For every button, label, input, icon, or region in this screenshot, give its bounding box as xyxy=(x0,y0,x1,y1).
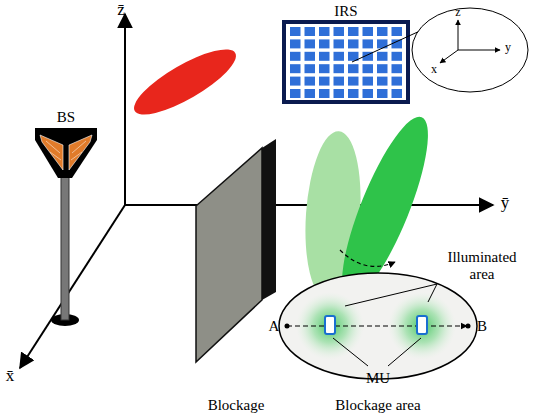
irs-element xyxy=(377,89,388,98)
irs-element xyxy=(392,39,403,48)
irs-element xyxy=(305,39,316,48)
irs-element xyxy=(305,64,316,73)
irs-element xyxy=(290,89,301,98)
axis-label: z̄ xyxy=(117,1,125,20)
device-label: BS xyxy=(57,109,75,126)
irs-element xyxy=(290,52,301,61)
irs-element xyxy=(305,77,316,86)
irs-element xyxy=(363,64,374,73)
irs-element xyxy=(363,89,374,98)
irs-element xyxy=(290,39,301,48)
irs-element xyxy=(392,77,403,86)
area-label: Illuminated area xyxy=(442,249,522,282)
axis-label: ȳ xyxy=(501,194,510,213)
axis-label: x̄ xyxy=(6,367,15,386)
irs-element xyxy=(319,27,330,36)
irs-element xyxy=(377,64,388,73)
device-label: IRS xyxy=(334,3,357,20)
irs-element xyxy=(348,27,359,36)
irs-element xyxy=(319,39,330,48)
base-station xyxy=(35,128,97,326)
irs-element xyxy=(377,39,388,48)
inset-axes xyxy=(412,8,528,92)
bs-beam xyxy=(126,38,243,125)
point-label: A xyxy=(269,318,280,335)
irs-element xyxy=(377,27,388,36)
irs-element xyxy=(348,89,359,98)
irs-element xyxy=(290,27,301,36)
irs-element xyxy=(392,89,403,98)
irs-panel xyxy=(284,22,408,102)
irs-element xyxy=(363,27,374,36)
irs-element xyxy=(305,89,316,98)
part-label: Blockage xyxy=(208,397,265,414)
leader-line xyxy=(352,30,422,62)
irs-element xyxy=(334,39,345,48)
irs-element xyxy=(290,64,301,73)
irs-element xyxy=(334,27,345,36)
irs-element xyxy=(305,27,316,36)
axis-label: z xyxy=(455,6,460,19)
irs-element xyxy=(363,77,374,86)
axis-label: x xyxy=(431,63,437,76)
irs-element xyxy=(334,77,345,86)
irs-element xyxy=(348,77,359,86)
irs-element xyxy=(348,39,359,48)
irs-element xyxy=(348,64,359,73)
axis-label: y xyxy=(505,41,511,54)
irs-element xyxy=(319,52,330,61)
point-label: B xyxy=(477,318,487,335)
irs-element xyxy=(290,77,301,86)
irs-element xyxy=(392,27,403,36)
blockage-area xyxy=(279,273,477,379)
device-label: MU xyxy=(366,370,390,387)
irs-element xyxy=(319,89,330,98)
irs-element xyxy=(319,64,330,73)
irs-element xyxy=(392,64,403,73)
irs-element xyxy=(377,52,388,61)
irs-element xyxy=(334,64,345,73)
irs-element xyxy=(319,77,330,86)
irs-element xyxy=(305,52,316,61)
irs-element xyxy=(363,39,374,48)
irs-element xyxy=(334,52,345,61)
irs-element xyxy=(334,89,345,98)
irs-element xyxy=(377,77,388,86)
irs-element xyxy=(392,52,403,61)
part-label: Blockage area xyxy=(335,397,420,414)
blockage-wall xyxy=(196,139,276,362)
